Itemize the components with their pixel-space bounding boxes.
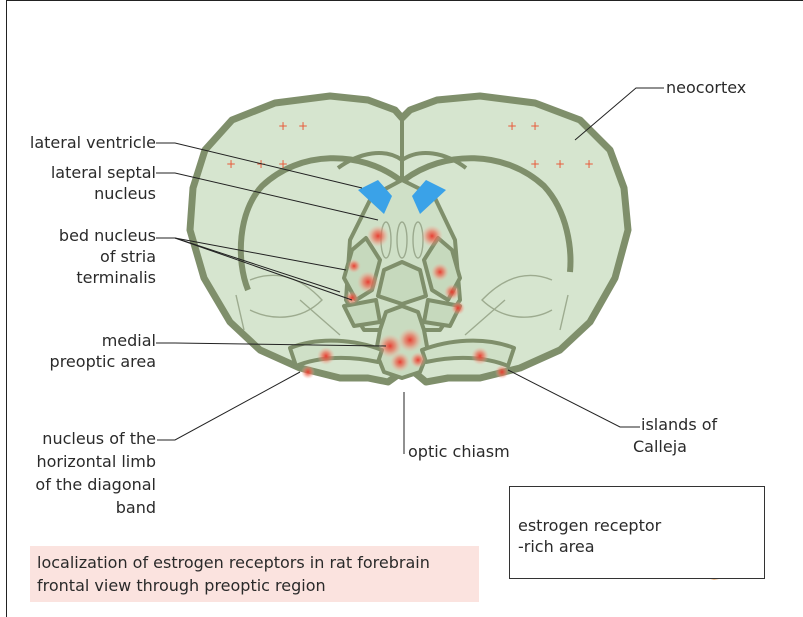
caption-line1: localization of estrogen receptors in ra… [37,551,472,574]
marker-plus: + [298,119,308,133]
label-lateral-ventricle: lateral ventricle [20,132,156,153]
marker-plus: + [555,157,565,171]
label-bed-nucleus-line2: of stria [20,246,156,267]
marker-plus: + [584,157,594,171]
marker-plus: + [530,157,540,171]
marker-plus: + [226,157,236,171]
label-neocortex: neocortex [666,77,746,98]
caption-box: localization of estrogen receptors in ra… [30,546,479,602]
label-islands-line1: islands of [641,414,717,435]
legend-line2: -rich area [518,536,661,557]
label-islands-line2: Calleja [633,436,687,457]
label-lateral-septal-line2: nucleus [20,183,156,204]
label-diagonal-band-line3: of the diagonal [20,474,156,495]
marker-plus: + [530,119,540,133]
marker-plus: + [507,119,517,133]
label-medial-preoptic-line2: preoptic area [20,351,156,372]
label-optic-chiasm: optic chiasm [408,441,510,462]
legend-line1: estrogen receptor [518,515,661,536]
label-bed-nucleus-line1: bed nucleus [20,225,156,246]
label-medial-preoptic-line1: medial [20,330,156,351]
caption-line2: frontal view through preoptic region [37,574,472,597]
marker-plus: + [278,119,288,133]
legend-text: estrogen receptor -rich area [518,515,661,557]
label-diagonal-band-line2: horizontal limb [20,451,156,472]
label-lateral-septal-line1: lateral septal [20,162,156,183]
legend-box: estrogen receptor -rich area [509,486,765,579]
label-diagonal-band-line1: nucleus of the [20,428,156,449]
label-diagonal-band-line4: band [20,497,156,518]
label-bed-nucleus-line3: terminalis [20,267,156,288]
